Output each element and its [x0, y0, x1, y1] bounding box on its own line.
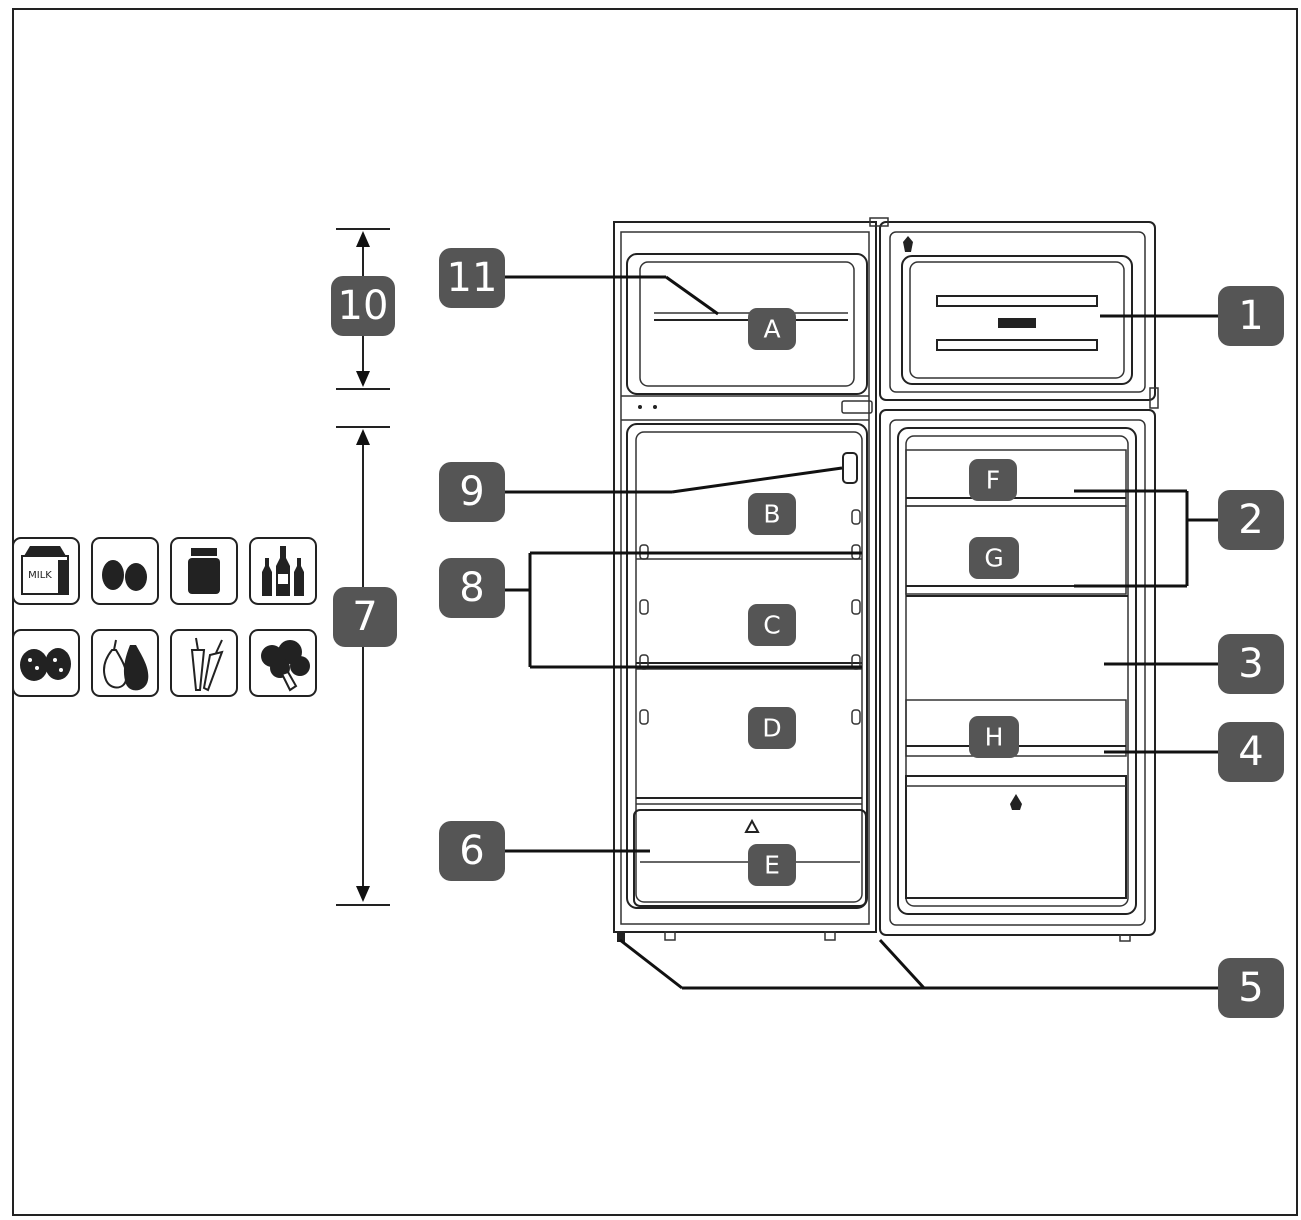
- callout-3: 3: [1218, 634, 1284, 694]
- svg-text:10: 10: [338, 283, 389, 329]
- zone-a: A: [748, 308, 796, 350]
- callout-leader-lines: [505, 275, 1218, 853]
- svg-text:7: 7: [352, 594, 377, 640]
- milk-label: MILK: [28, 570, 52, 581]
- zone-e: E: [748, 844, 796, 886]
- callout-8: 8: [439, 558, 505, 618]
- freezer-door-shelf-2: [936, 339, 1098, 351]
- callout-7: 7: [333, 587, 397, 647]
- zone-f: F: [969, 459, 1017, 501]
- carrot-icon: [170, 629, 238, 697]
- fridge-cabinet: [613, 221, 877, 942]
- svg-text:C: C: [763, 611, 780, 640]
- freezer-door-label: [998, 318, 1036, 328]
- eggs-icon: [91, 537, 159, 605]
- svg-text:9: 9: [459, 469, 484, 515]
- svg-text:G: G: [984, 544, 1003, 573]
- callout-5-lines: [619, 938, 1218, 990]
- callout-badges: 11 10 9 8 7 6 1 2: [331, 248, 1284, 1018]
- door-rack-bottle: [905, 699, 1127, 757]
- zone-c: C: [748, 604, 796, 646]
- diagram-frame: [12, 8, 1298, 1216]
- svg-text:H: H: [985, 723, 1004, 752]
- svg-text:6: 6: [459, 828, 484, 874]
- jar-icon: [170, 537, 238, 605]
- freezer-compartment: [626, 253, 868, 395]
- callout-6: 6: [439, 821, 505, 881]
- svg-text:A: A: [763, 315, 780, 344]
- door-rack-bottom: [905, 775, 1127, 899]
- freezer-door: [869, 217, 1159, 409]
- thermostat-panel: [841, 400, 873, 414]
- svg-text:11: 11: [447, 255, 498, 301]
- svg-text:1: 1: [1238, 293, 1263, 339]
- callout-10: 10: [331, 276, 395, 336]
- svg-text:D: D: [762, 714, 781, 743]
- svg-text:5: 5: [1238, 965, 1263, 1011]
- milk-carton-icon: MILK: [12, 537, 80, 605]
- zone-h: H: [969, 716, 1019, 758]
- bottles-icon: [249, 537, 317, 605]
- pear-icon: [91, 629, 159, 697]
- lamp: [842, 452, 858, 484]
- broccoli-icon: [249, 629, 317, 697]
- crisper-drawer: [633, 809, 867, 907]
- svg-text:F: F: [986, 466, 1000, 495]
- food-icon-grid: MILK: [12, 537, 317, 697]
- svg-text:2: 2: [1238, 497, 1263, 543]
- zone-badges: A B C D E F G H: [748, 308, 1019, 886]
- door-rack-middle: [905, 505, 1127, 595]
- zone-d: D: [748, 707, 796, 749]
- callout-11: 11: [439, 248, 505, 308]
- svg-text:3: 3: [1238, 641, 1263, 687]
- callout-4: 4: [1218, 722, 1284, 782]
- svg-text:4: 4: [1238, 729, 1263, 775]
- callout-9: 9: [439, 462, 505, 522]
- svg-text:B: B: [763, 500, 780, 529]
- freezer-door-shelf-1: [936, 295, 1098, 307]
- zone-g: G: [969, 537, 1019, 579]
- strawberry-icon: [12, 629, 80, 697]
- zone-b: B: [748, 493, 796, 535]
- callout-2: 2: [1218, 490, 1284, 550]
- svg-text:E: E: [764, 851, 780, 880]
- callout-1: 1: [1218, 286, 1284, 346]
- callout-5: 5: [1218, 958, 1284, 1018]
- svg-text:8: 8: [459, 565, 484, 611]
- dimension-fridge-height: [336, 426, 390, 906]
